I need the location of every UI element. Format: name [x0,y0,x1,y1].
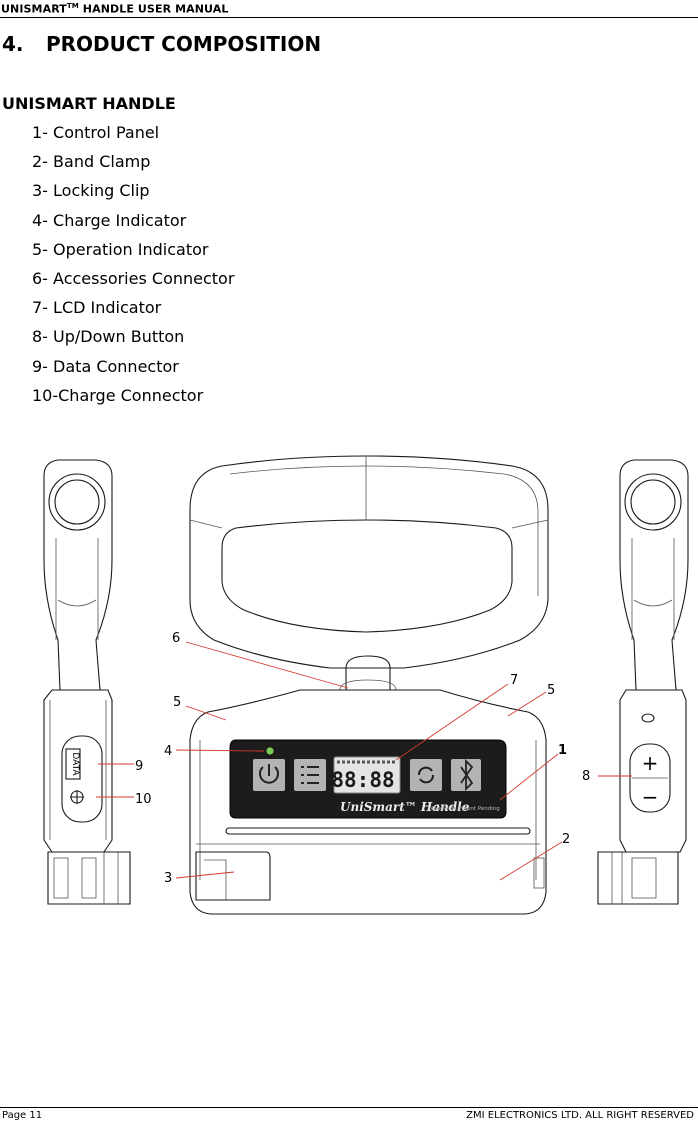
header-brand: UNISMART [1,2,67,16]
part-item: 9- Data Connector [32,356,179,376]
callout-7: 7 [510,673,518,688]
part-item: 8- Up/Down Button [32,327,185,347]
callout-4: 4 [164,744,172,759]
lcd-digits: 88:88 [331,768,394,792]
part-item: 6- Accessories Connector [32,268,235,288]
parts-list: 1- Control Panel 2- Band Clamp 3- Lockin… [32,121,234,413]
callout-8: 8 [582,769,590,784]
device-label: UniSmart™ Handle [340,800,470,814]
header-title-rest: HANDLE USER MANUAL [78,2,229,16]
minus-button-label: − [642,785,659,809]
callout-5-right: 5 [547,683,555,698]
callouts: 9 10 3 4 5 5 6 7 1 2 8 [96,631,632,886]
left-side-view: DATA [43,459,131,905]
callout-3: 3 [164,871,172,886]
plus-button-label: + [642,751,659,775]
part-item: 7- LCD Indicator [32,298,162,318]
callout-6: 6 [172,631,180,646]
part-item: 3- Locking Clip [32,181,150,201]
callout-10: 10 [135,792,152,807]
section-title: 4. PRODUCT COMPOSITION [2,32,321,56]
section-number: 4. [2,32,24,56]
part-item: 5- Operation Indicator [32,239,209,259]
callout-1: 1 [558,743,567,758]
page-footer-rule [0,1107,698,1108]
callout-5-left: 5 [173,695,181,710]
part-item: 4- Charge Indicator [32,210,187,230]
front-view: 88:88 UniSmart™ Handle Worldwide Patent … [189,455,549,915]
charge-led [266,747,274,755]
right-side-view: + − [597,459,689,905]
callout-2: 2 [562,832,570,847]
footer-company: ZMI ELECTRONICS LTD. ALL RIGHT RESERVED [466,1110,694,1121]
part-item: 10-Charge Connector [32,385,204,405]
part-item: 2- Band Clamp [32,152,151,172]
part-item: 1- Control Panel [32,123,160,142]
device-sublabel: Worldwide Patent Pending [428,806,500,812]
section-title-text: PRODUCT COMPOSITION [46,32,322,56]
footer-page-number: Page 11 [2,1110,43,1121]
sync-button [410,759,442,791]
data-port-label: DATA [70,752,80,776]
product-diagram: DATA 88:88 UniSmart™ Handle [43,455,689,915]
page-header: UNISMARTTM HANDLE USER MANUAL [0,0,698,18]
lcd-display [333,756,401,794]
subtitle: UNISMART HANDLE [2,94,176,113]
header-title: UNISMARTTM HANDLE USER MANUAL [1,2,228,16]
callout-9: 9 [135,759,143,774]
header-trademark: TM [66,2,79,10]
